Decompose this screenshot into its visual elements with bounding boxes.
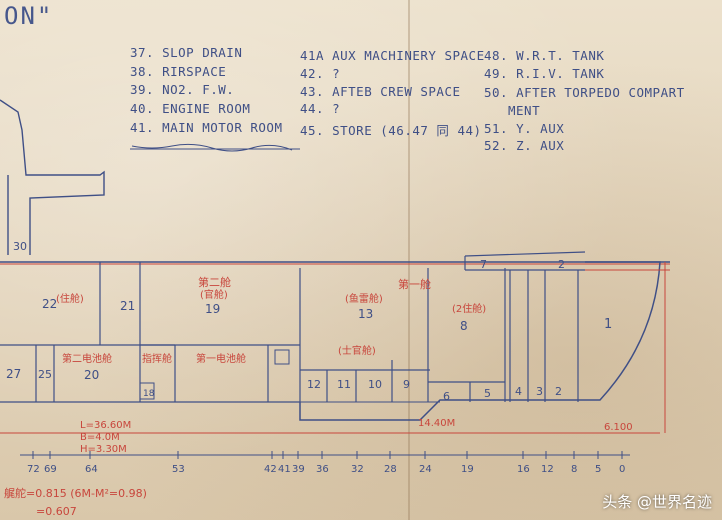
comp-18-box [139,382,155,400]
legend-item-49: 49. R.I.V. TANK [484,66,605,81]
conning-tower-outline [0,99,105,255]
frame-24: 24 [419,464,432,475]
frame-42: 42 [264,464,277,475]
comp-18: 18 [143,389,155,399]
frame-69: 69 [44,464,57,475]
note-officers: (官舱) [200,288,228,301]
note-2-quarters: (2住舱) [452,302,486,315]
frame-labels: 72 69 64 53 42 41 39 36 32 28 24 19 16 1… [27,464,625,475]
legend-item-52: 52. Z. AUX [484,138,565,153]
frame-0: 0 [619,464,625,475]
comp-22: 22 [42,297,57,311]
note-compartment-1: 第一舱 [398,277,431,291]
paper-fold-crease [408,0,410,520]
small-box [274,349,290,365]
bulkheads [35,251,586,402]
legend-item-40: 40. ENGINE ROOM [130,101,251,116]
comp-21: 21 [120,299,135,313]
comp-20: 20 [84,368,99,382]
legend-item-41a: 41A AUX MACHINERY SPACE [300,48,485,63]
frame-36: 36 [316,464,329,475]
watermark-text: 头条 @世界名迹 [602,493,712,511]
comp-2: 2 [555,385,562,398]
legend-item-43: 43. AFTEB CREW SPACE [300,84,461,99]
note-L: L=36.60M [80,420,131,431]
note-battery-1: 第一电池舱 [196,352,246,365]
struck-scribble [131,143,293,152]
note-compartment-2: 第二舱 [198,275,231,289]
legend-item-39: 39. NO2. F.W. [130,82,235,97]
legend-item-50-cont: MENT [508,103,541,118]
frame-8: 8 [571,464,577,475]
comp-12: 12 [307,378,321,391]
frame-39: 39 [292,464,305,475]
comp-5: 5 [484,387,491,400]
legend-item-51: 51. Y. AUX [484,121,565,136]
frame-53: 53 [172,464,185,475]
comp-2-top: 2 [558,258,565,271]
legend-item-44: 44. ? [300,101,341,116]
comp-19: 19 [205,302,220,316]
frame-28: 28 [384,464,397,475]
comp-6: 6 [443,390,450,403]
note-B: B=4.0M [80,432,120,443]
frame-41: 41 [278,464,291,475]
frame-32: 32 [351,464,364,475]
comp-10: 10 [368,378,382,391]
note-torpedo: (鱼雷舱) [345,292,383,305]
compartment-numbers: 1 2 2 3 4 5 6 7 8 9 10 11 12 13 18 19 20… [6,240,612,403]
note-coefficient-2: =0.607 [36,505,77,518]
legend-item-50: 50. AFTER TORPEDO COMPART [484,85,685,100]
red-annotations: 第一舱 第二舱 第二电池舱 第一电池舱 指挥舱 (鱼雷舱) (士官舱) (住舱)… [4,275,633,518]
note-6-100: 6.100 [604,422,633,433]
legend-item-42: 42. ? [300,66,341,81]
note-H: H=3.30M [80,444,127,455]
legend-item-38: 38. RIRSPACE [130,64,227,79]
comp-11: 11 [337,378,351,391]
comp-3: 3 [536,385,543,398]
legend-item-37: 37. SLOP DRAIN [130,45,243,60]
comp-25: 25 [38,368,52,381]
frame-16: 16 [517,464,530,475]
legend-item-41: 41. MAIN MOTOR ROOM [130,120,283,135]
legend-item-45: 45. STORE (46.47 同 44) [300,123,482,138]
legend-item-48: 48. W.R.T. TANK [484,48,605,63]
frame-12: 12 [541,464,554,475]
note-battery-2: 第二电池舱 [62,352,112,365]
frame-19: 19 [461,464,474,475]
frame-5: 5 [595,464,601,475]
note-command: 指挥舱 [142,352,172,365]
comp-8: 8 [460,319,468,333]
note-coefficient: 艉舵=0.815 (6M-M²=0.98) [4,486,147,500]
comp-9: 9 [403,378,410,391]
frame-ticks [32,451,623,459]
hull-bottom-profile [299,261,661,421]
comp-13: 13 [358,307,373,321]
comp-27: 27 [6,367,21,381]
note-length-14-40: 14.40M [418,418,455,429]
frame-72: 72 [27,464,40,475]
frame-64: 64 [85,464,98,475]
note-petty-officers: (士官舱) [338,344,376,357]
drawing-title-fragment: ON" [4,2,54,30]
note-quarters: (住舱) [56,292,84,305]
comp-7: 7 [480,258,487,271]
comp-4: 4 [515,385,522,398]
comp-30: 30 [13,240,27,253]
comp-1: 1 [604,317,612,332]
